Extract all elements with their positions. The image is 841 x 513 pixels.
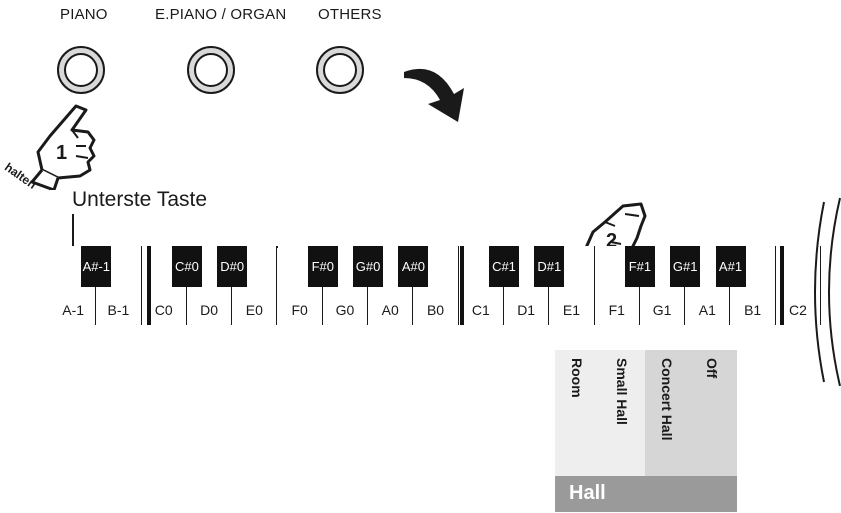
- panel-option-off[interactable]: Off: [690, 350, 737, 476]
- piano-button-label: PIANO: [60, 6, 108, 23]
- epiano-organ-button-label: E.PIANO / ORGAN: [155, 6, 287, 23]
- epiano-organ-button[interactable]: [187, 46, 235, 94]
- black-key[interactable]: A#1: [715, 246, 746, 287]
- round-button-icon: [64, 53, 98, 87]
- step-2-number: 2: [606, 230, 618, 252]
- panel-footer-label: Hall: [569, 482, 606, 504]
- panel-option-label: Off: [704, 358, 720, 379]
- panel-option-label: Small Hall: [614, 358, 630, 425]
- white-key-label: F1: [608, 302, 625, 318]
- panel-option-concert-hall[interactable]: Concert Hall: [645, 350, 690, 476]
- white-key-label: B-1: [107, 302, 130, 318]
- white-key-label: G0: [335, 302, 355, 318]
- round-button-icon: [323, 53, 357, 87]
- panel-option-room[interactable]: Room: [555, 350, 600, 476]
- black-key[interactable]: G#1: [670, 246, 701, 287]
- curved-arrow-icon: [404, 68, 464, 122]
- pointing-hand-icon: [30, 104, 96, 190]
- black-key[interactable]: D#1: [534, 246, 565, 287]
- white-key-label: D1: [517, 302, 536, 318]
- white-key-label: F0: [291, 302, 308, 318]
- black-key[interactable]: A#-1: [81, 246, 112, 287]
- panel-option-label: Concert Hall: [659, 358, 675, 441]
- white-key-label: D0: [200, 302, 218, 318]
- panel-option-label: Room: [569, 358, 585, 398]
- others-button-label: OTHERS: [318, 6, 382, 23]
- black-key[interactable]: G#0: [353, 246, 384, 287]
- white-key-label: C2: [788, 302, 807, 318]
- white-key-label: G1: [652, 302, 672, 318]
- black-key[interactable]: F#0: [307, 246, 338, 287]
- black-key[interactable]: D#0: [217, 246, 248, 287]
- step-1-number: 1: [56, 142, 68, 164]
- panel-option-small-hall[interactable]: Small Hall: [600, 350, 645, 476]
- black-key[interactable]: A#0: [398, 246, 429, 287]
- pointer-line: [72, 214, 74, 270]
- others-button[interactable]: [316, 46, 364, 94]
- octave-separator: [147, 246, 151, 325]
- black-key[interactable]: F#1: [624, 246, 655, 287]
- black-key[interactable]: C#1: [489, 246, 519, 287]
- white-key-label: A-1: [62, 302, 85, 318]
- white-key-label: E1: [562, 302, 580, 318]
- panel-footer: Hall: [555, 476, 737, 512]
- piano-body-edge: [814, 197, 841, 386]
- octave-separator: [780, 246, 784, 325]
- white-key-label: B1: [744, 302, 762, 318]
- hall-panel: Room Small Hall Concert Hall Off Hall: [555, 350, 737, 512]
- lowest-key-label: Unterste Taste: [72, 188, 208, 211]
- white-key-label: B0: [426, 302, 445, 318]
- white-key-label: A1: [698, 302, 716, 318]
- white-key-label: C1: [471, 302, 490, 318]
- white-key-label: E0: [245, 302, 263, 318]
- piano-button[interactable]: [57, 46, 105, 94]
- white-key-label: C0: [154, 302, 173, 318]
- white-key-label: A0: [381, 302, 399, 318]
- black-key[interactable]: C#0: [171, 246, 202, 287]
- round-button-icon: [194, 53, 228, 87]
- keyboard: A-1 B-1 C0 D0 E0 F0 G0 A0 B0 C1 D1 E1 F1 G1 A1 B1 C2 A#-…: [51, 246, 822, 325]
- octave-separator: [460, 246, 464, 325]
